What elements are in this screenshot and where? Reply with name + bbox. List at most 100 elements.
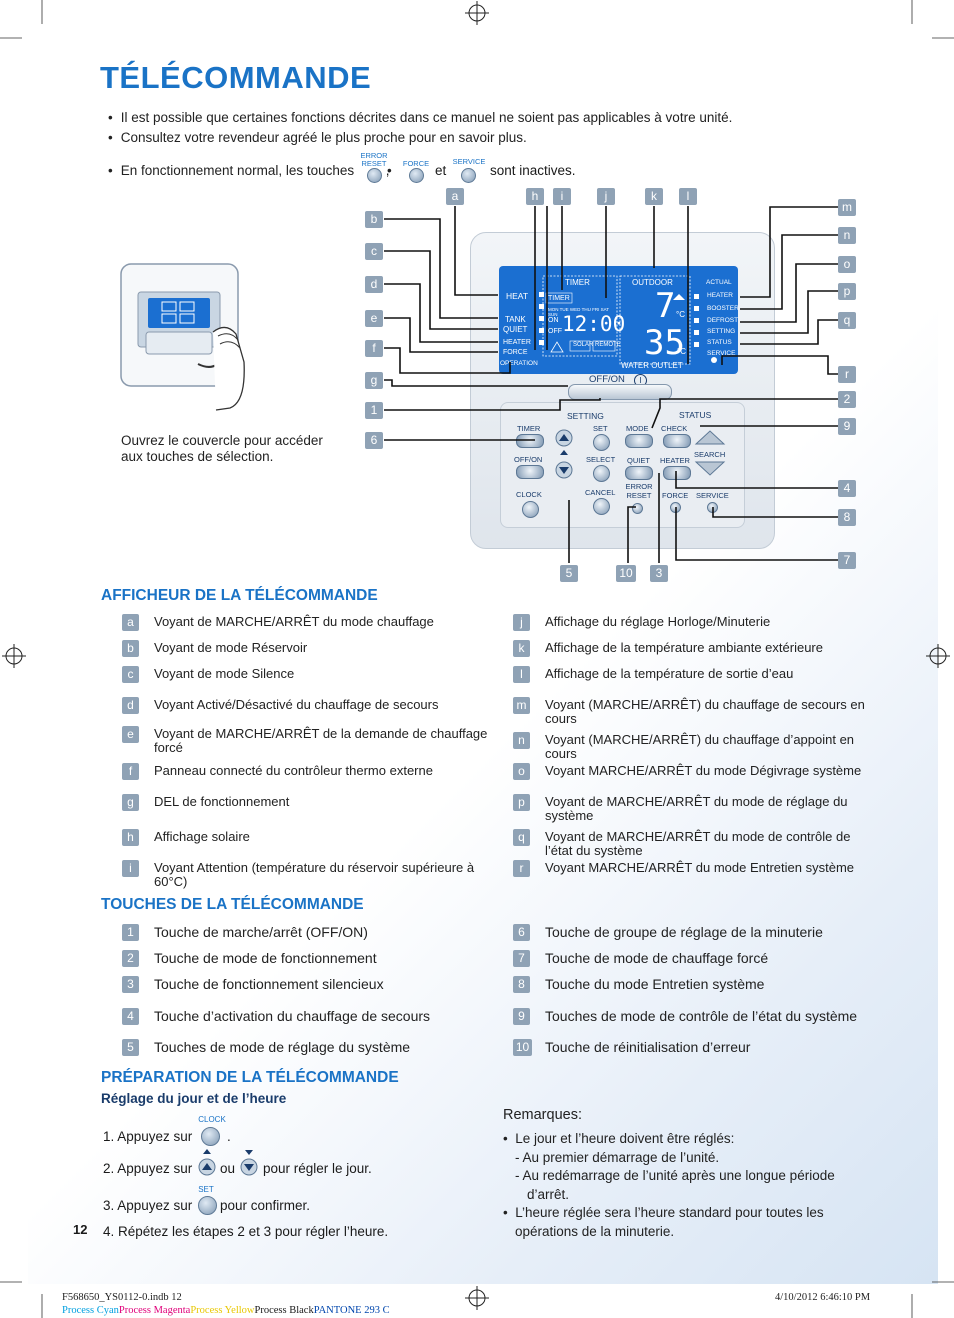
callout-9: 9 bbox=[838, 418, 856, 435]
remarks-bullet-1b-cont: d’arrêt. bbox=[527, 1187, 570, 1202]
set-button[interactable] bbox=[593, 434, 610, 451]
offon-button[interactable] bbox=[568, 384, 672, 400]
item-key-c: c bbox=[122, 666, 139, 683]
remarks-bullet-1b: - Au redémarrage de l’unité après une lo… bbox=[515, 1168, 835, 1183]
lcd-remote: REMOTE bbox=[595, 342, 621, 348]
search-arrows[interactable] bbox=[693, 428, 727, 478]
item-text-2: Touche de mode de fonctionnement bbox=[154, 950, 377, 966]
remarks-bullet-2-cont: opérations de la minuterie. bbox=[515, 1224, 675, 1239]
item-key-m: m bbox=[513, 697, 530, 714]
timer-btn-label: TIMER bbox=[517, 424, 541, 433]
quiet-button[interactable] bbox=[625, 466, 653, 480]
heater-button[interactable] bbox=[663, 466, 691, 480]
select-btn-label: SELECT bbox=[586, 455, 616, 464]
quiet-btn-label: QUIET bbox=[627, 456, 650, 465]
callout-m: m bbox=[838, 199, 856, 216]
item-key-b: b bbox=[122, 640, 139, 657]
prep-section-heading: PRÉPARATION DE LA TÉLÉCOMMANDE bbox=[101, 1069, 399, 1086]
item-key-f: f bbox=[122, 763, 139, 780]
prep-step-2-or: ou bbox=[220, 1161, 236, 1176]
item-text-10: Touche de réinitialisation d’erreur bbox=[545, 1039, 751, 1055]
lcd-status: STATUS bbox=[707, 339, 732, 346]
error-reset-button[interactable] bbox=[632, 503, 643, 514]
item-text-h: Affichage solaire bbox=[154, 829, 250, 844]
lcd-operation: OPERATION bbox=[500, 360, 538, 367]
lcd-outdoor: OUTDOOR bbox=[632, 278, 673, 287]
callout-7: 7 bbox=[838, 552, 856, 569]
item-key-5: 5 bbox=[122, 1039, 139, 1056]
select-button[interactable] bbox=[593, 465, 610, 482]
callout-n: n bbox=[838, 227, 856, 244]
footer-process-colors: Process CyanProcess MagentaProcess Yello… bbox=[62, 1305, 390, 1316]
item-text-e: Voyant de MARCHE/ARRÊT de la demande de … bbox=[154, 726, 488, 755]
callout-i: i bbox=[553, 188, 571, 205]
callout-6: 6 bbox=[365, 432, 383, 449]
prep-step-1: 1. Appuyez sur bbox=[103, 1129, 193, 1144]
inline-service-button-icon bbox=[461, 168, 476, 183]
intro-bullet-3-text: En fonctionnement normal, les touches bbox=[108, 163, 354, 178]
item-key-p: p bbox=[513, 794, 530, 811]
item-key-7: 7 bbox=[513, 950, 530, 967]
remarks-heading: Remarques: bbox=[503, 1107, 582, 1123]
up-down-buttons[interactable] bbox=[554, 428, 574, 482]
callout-8: 8 bbox=[838, 509, 856, 526]
item-text-r: Voyant MARCHE/ARRÊT du mode Entretien sy… bbox=[545, 860, 854, 875]
timer-offon-button[interactable] bbox=[516, 465, 544, 479]
item-text-m: Voyant (MARCHE/ARRÊT) du chauffage de se… bbox=[545, 697, 865, 726]
timer-button[interactable] bbox=[516, 434, 544, 448]
remarks-bullet-1a: - Au premier démarrage de l’unité. bbox=[515, 1150, 720, 1165]
lcd-graphics bbox=[539, 275, 717, 365]
lcd-actual: ACTUAL bbox=[706, 279, 732, 286]
page-title: TÉLÉCOMMANDE bbox=[100, 60, 372, 95]
item-text-l: Affichage de la température de sortie d’… bbox=[545, 666, 794, 681]
lcd-outdoor-temp: 7 bbox=[655, 286, 676, 326]
item-key-e: e bbox=[122, 726, 139, 743]
up-down-inline-icons bbox=[198, 1149, 258, 1176]
item-key-g: g bbox=[122, 794, 139, 811]
lcd-heater: HEATER bbox=[503, 339, 531, 346]
cancel-button[interactable] bbox=[593, 498, 610, 515]
item-key-1: 1 bbox=[122, 924, 139, 941]
footer-process-0: Process Cyan bbox=[62, 1305, 119, 1316]
footer-process-3: Process Black bbox=[254, 1305, 314, 1316]
item-key-9: 9 bbox=[513, 1008, 530, 1025]
set-btn-label: SET bbox=[593, 424, 608, 433]
item-text-9: Touches de mode de contrôle de l’état du… bbox=[545, 1008, 858, 1024]
inline-error-reset-button-icon bbox=[367, 168, 382, 183]
inline-force-label: FORCE bbox=[402, 159, 430, 168]
inline-force-button-icon bbox=[409, 168, 424, 183]
callout-a: a bbox=[446, 188, 464, 205]
status-header: STATUS bbox=[679, 410, 712, 420]
check-button[interactable] bbox=[663, 434, 691, 448]
error-reset-btn-label: ERROR RESET bbox=[625, 482, 653, 500]
item-text-a: Voyant de MARCHE/ARRÊT du mode chauffage bbox=[154, 614, 434, 629]
item-text-o: Voyant MARCHE/ARRÊT du mode Dégivrage sy… bbox=[545, 763, 862, 778]
clock-button[interactable] bbox=[522, 501, 539, 518]
footer-process-4: PANTONE 293 C bbox=[313, 1305, 390, 1316]
item-text-k: Affichage de la température ambiante ext… bbox=[545, 640, 823, 655]
prep-step-3-end: pour confirmer. bbox=[220, 1198, 311, 1213]
footer-date: 4/10/2012 6:46:10 PM bbox=[775, 1292, 871, 1303]
item-text-p: Voyant de MARCHE/ARRÊT du mode de réglag… bbox=[545, 794, 848, 823]
item-key-3: 3 bbox=[122, 976, 139, 993]
prep-step-2-end: pour régler le jour. bbox=[263, 1161, 372, 1176]
offon-btn-label: OFF/ON bbox=[514, 455, 543, 464]
item-text-q: Voyant de MARCHE/ARRÊT du mode de contrô… bbox=[545, 829, 851, 858]
item-text-n: Voyant (MARCHE/ARRÊT) du chauffage d’app… bbox=[545, 732, 855, 761]
callout-2: 2 bbox=[838, 391, 856, 408]
item-key-n: n bbox=[513, 732, 530, 749]
callout-e: e bbox=[365, 310, 383, 327]
mode-button[interactable] bbox=[625, 434, 653, 448]
lcd-tank: TANK bbox=[505, 315, 526, 324]
heater-btn-label: HEATER bbox=[660, 456, 690, 465]
lcd-water-outlet: WATER OUTLET bbox=[621, 361, 683, 370]
callout-g: g bbox=[365, 372, 383, 389]
item-text-5: Touches de mode de réglage du système bbox=[154, 1039, 411, 1055]
item-text-1: Touche de marche/arrêt (OFF/ON) bbox=[154, 924, 368, 940]
callout-10: 10 bbox=[616, 565, 636, 582]
offon-label: OFF/ON bbox=[589, 374, 625, 385]
item-key-j: j bbox=[513, 614, 530, 631]
item-key-o: o bbox=[513, 763, 530, 780]
open-cover-illustration bbox=[120, 263, 245, 411]
